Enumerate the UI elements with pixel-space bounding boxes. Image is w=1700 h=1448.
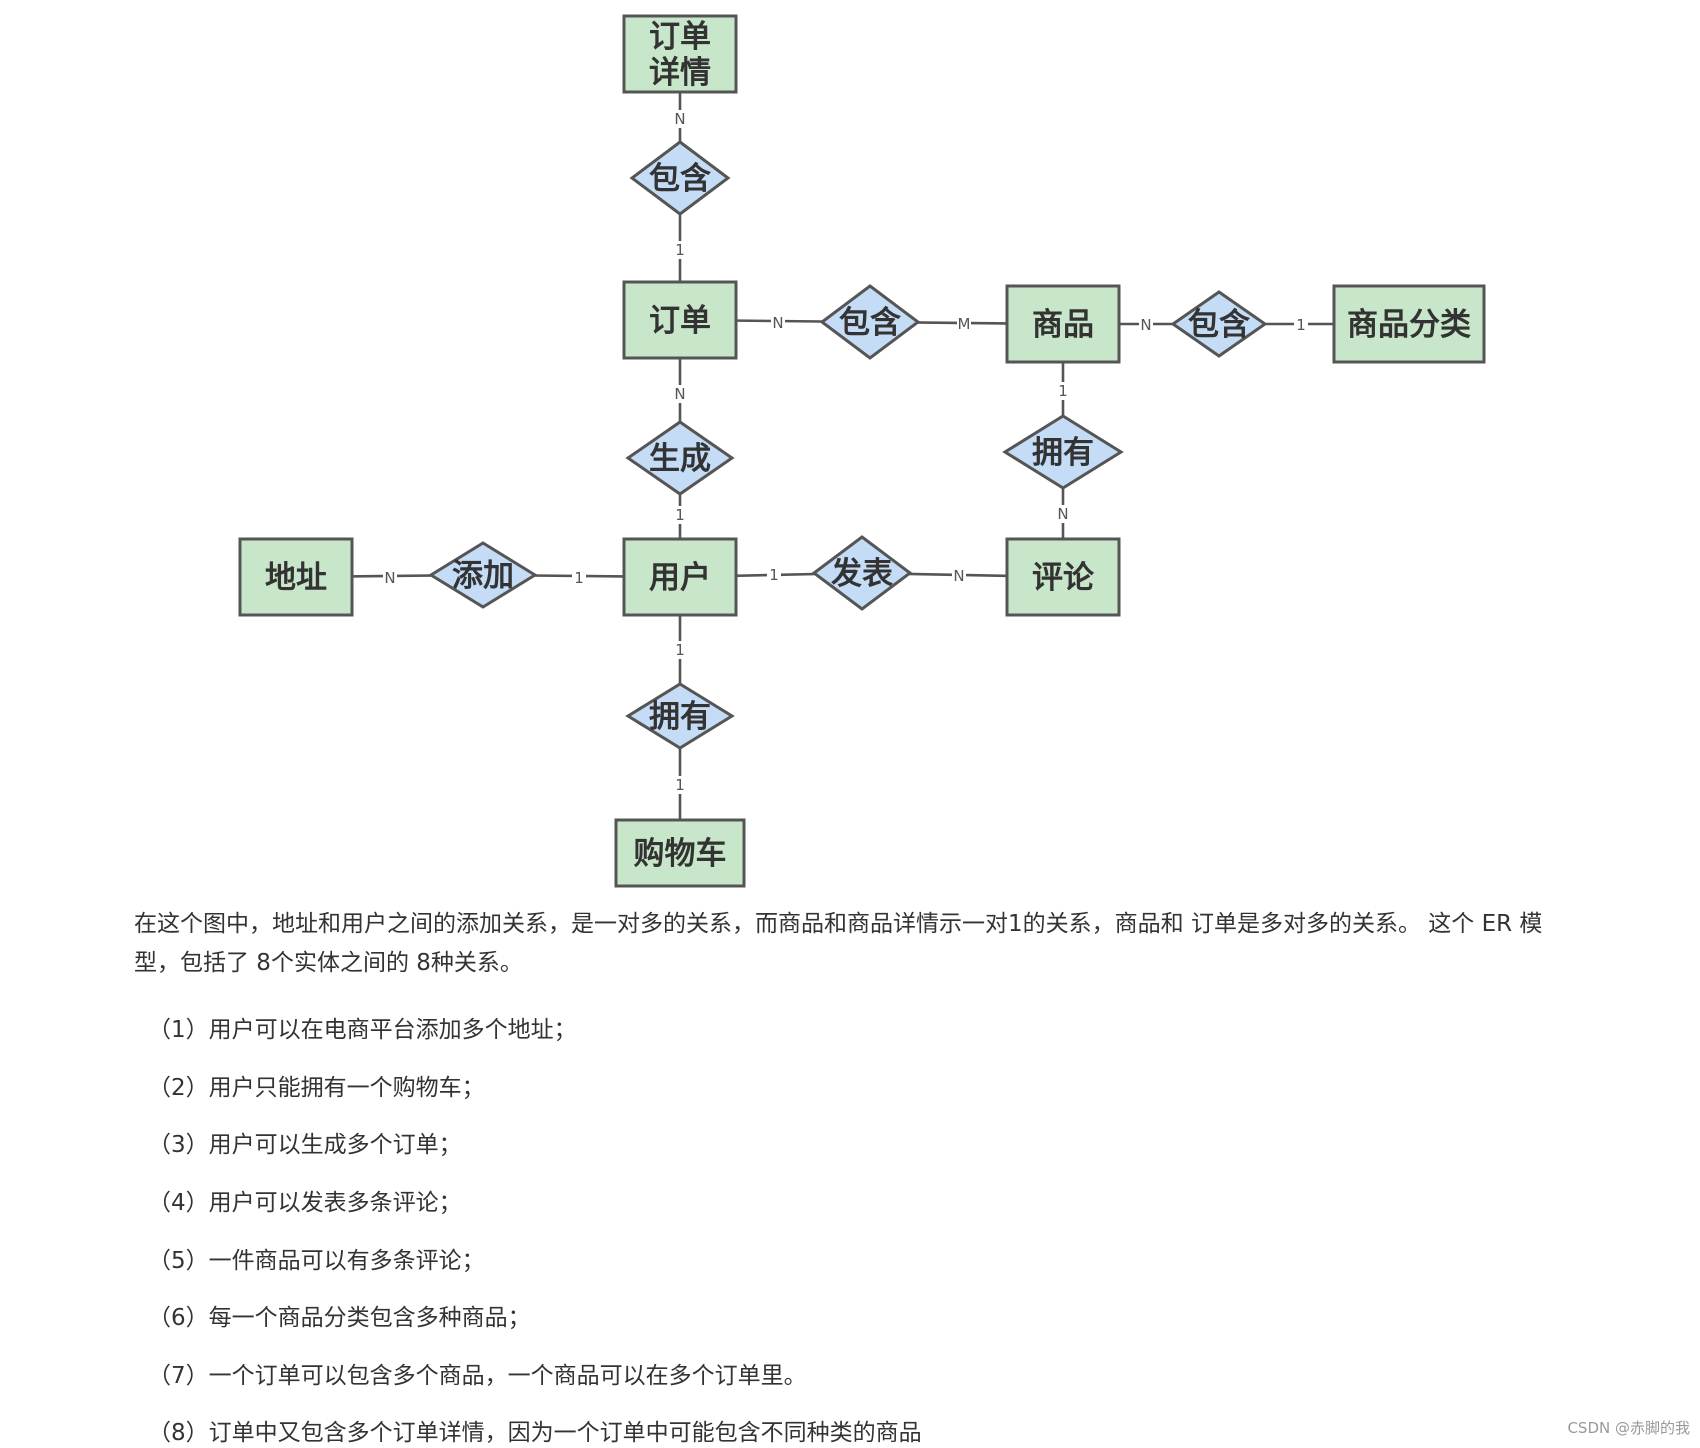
relationship-order-product: 包含	[819, 284, 921, 360]
relationship-user-address: 添加	[428, 541, 538, 609]
relationship-label: 生成	[649, 441, 711, 477]
entity-user: 用户	[622, 537, 738, 617]
entity-box	[238, 537, 354, 617]
relationship-label: 包含	[839, 305, 902, 341]
description: 在这个图中，地址和用户之间的添加关系，是一对多的关系，而商品和商品详情示一对1的…	[134, 905, 1574, 1446]
cardinality-background	[1056, 382, 1070, 400]
entity-box	[622, 280, 738, 360]
entity-product: 商品	[1005, 284, 1121, 364]
cardinality-background	[572, 569, 586, 587]
list-item: （6）每一个商品分类包含多种商品；	[148, 1305, 531, 1331]
entity-label: 订单	[649, 303, 711, 339]
entity-label: 用户	[649, 560, 711, 596]
entity-address: 地址	[238, 537, 354, 617]
relationship-user-cart: 拥有	[625, 682, 735, 750]
cardinality-label: 1	[574, 569, 584, 587]
cardinality-background	[673, 506, 687, 524]
entity-label: 订单	[649, 19, 711, 55]
relationship-diamond	[811, 535, 913, 611]
list-item: （7）一个订单可以包含多个商品，一个商品可以在多个订单里。	[148, 1363, 807, 1389]
cardinality-background	[1139, 316, 1153, 334]
entity-box	[622, 537, 738, 617]
nodes-layer: 订单详情订单商品商品分类地址用户评论购物车包含包含包含生成拥有添加发表拥有	[238, 14, 1486, 888]
cardinality-label: 1	[1058, 382, 1068, 400]
entity-label: 评论	[1032, 560, 1095, 596]
entity-order: 订单	[622, 280, 738, 360]
watermark: CSDN @赤脚的我	[1567, 1419, 1690, 1437]
relationship-diamond	[1002, 414, 1124, 490]
list-item: （2）用户只能拥有一个购物车；	[148, 1075, 485, 1101]
cardinality-label: 1	[675, 241, 685, 259]
list-item: （4）用户可以发表多条评论；	[148, 1190, 462, 1216]
entity-box	[1332, 284, 1486, 364]
list-item: （1）用户可以在电商平台添加多个地址；	[148, 1017, 577, 1043]
cardinality-background	[673, 241, 687, 259]
relationship-label: 添加	[452, 558, 514, 594]
list-item: （3）用户可以生成多个订单；	[148, 1132, 462, 1158]
relationship-label: 包含	[1188, 307, 1251, 343]
cardinality-label: N	[1140, 316, 1151, 334]
relationship-label: 包含	[649, 161, 712, 197]
cardinality-label: 1	[675, 506, 685, 524]
cardinality-background	[1056, 505, 1070, 523]
relationship-diamond	[428, 541, 538, 609]
entity-box	[1005, 537, 1121, 617]
entity-label: 商品	[1032, 307, 1094, 343]
relationship-label: 拥有	[649, 699, 711, 735]
entity-comment: 评论	[1005, 537, 1121, 617]
entity-cart: 购物车	[614, 818, 746, 888]
entity-label: 地址	[265, 560, 327, 596]
relationship-user-order: 生成	[625, 420, 735, 496]
relationship-order-detail: 包含	[629, 140, 731, 216]
cardinality-label: 1	[769, 566, 779, 584]
entity-label: 详情	[649, 55, 711, 91]
cardinality-label: N	[674, 385, 685, 403]
relationship-diamond	[625, 420, 735, 496]
relationship-product-comment: 拥有	[1002, 414, 1124, 490]
list-item: （5）一件商品可以有多条评论；	[148, 1248, 485, 1274]
entity-box	[614, 818, 746, 888]
cardinality-background	[952, 567, 966, 585]
relationship-user-comment: 发表	[811, 535, 913, 611]
cardinality-label: N	[772, 314, 783, 332]
cardinality-label: N	[1057, 505, 1068, 523]
entity-box	[622, 14, 738, 94]
entity-box	[1005, 284, 1121, 364]
relationship-diamond	[629, 140, 731, 216]
relationship-diamond	[819, 284, 921, 360]
cardinality-label: 1	[1296, 316, 1306, 334]
relationship-label: 发表	[830, 556, 893, 592]
cardinality-label: 1	[675, 776, 685, 794]
intro-paragraph: 在这个图中，地址和用户之间的添加关系，是一对多的关系，而商品和商品详情示一对1的…	[134, 911, 1543, 976]
cardinality-background	[673, 110, 687, 128]
cardinality-label: N	[674, 110, 685, 128]
edges-layer	[295, 54, 1409, 853]
cardinality-label: M	[958, 315, 971, 333]
relationship-diamond	[625, 682, 735, 750]
relationship-product-category: 包含	[1170, 290, 1268, 358]
cardinality-background	[1294, 316, 1308, 334]
cardinality-label: N	[953, 567, 964, 585]
cardinality-background	[673, 385, 687, 403]
entity-category: 商品分类	[1332, 284, 1486, 364]
entity-order-detail: 订单详情	[622, 14, 738, 94]
cardinality-background	[771, 314, 785, 332]
cardinality-background	[957, 315, 971, 333]
cardinality-background	[767, 566, 781, 584]
entity-label: 购物车	[634, 836, 727, 872]
er-diagram: 订单详情订单商品商品分类地址用户评论购物车包含包含包含生成拥有添加发表拥有 N1…	[238, 14, 1486, 888]
cardinality-background	[673, 776, 687, 794]
cardinality-label: 1	[675, 641, 685, 659]
cardinality-background	[673, 641, 687, 659]
cardinality-label: N	[384, 569, 395, 587]
relationship-label: 拥有	[1032, 435, 1094, 471]
list-item: （8）订单中又包含多个订单详情，因为一个订单中可能包含不同种类的商品	[148, 1420, 922, 1446]
cardinality-background	[383, 569, 397, 587]
relationship-diamond	[1170, 290, 1268, 358]
entity-label: 商品分类	[1347, 307, 1471, 343]
